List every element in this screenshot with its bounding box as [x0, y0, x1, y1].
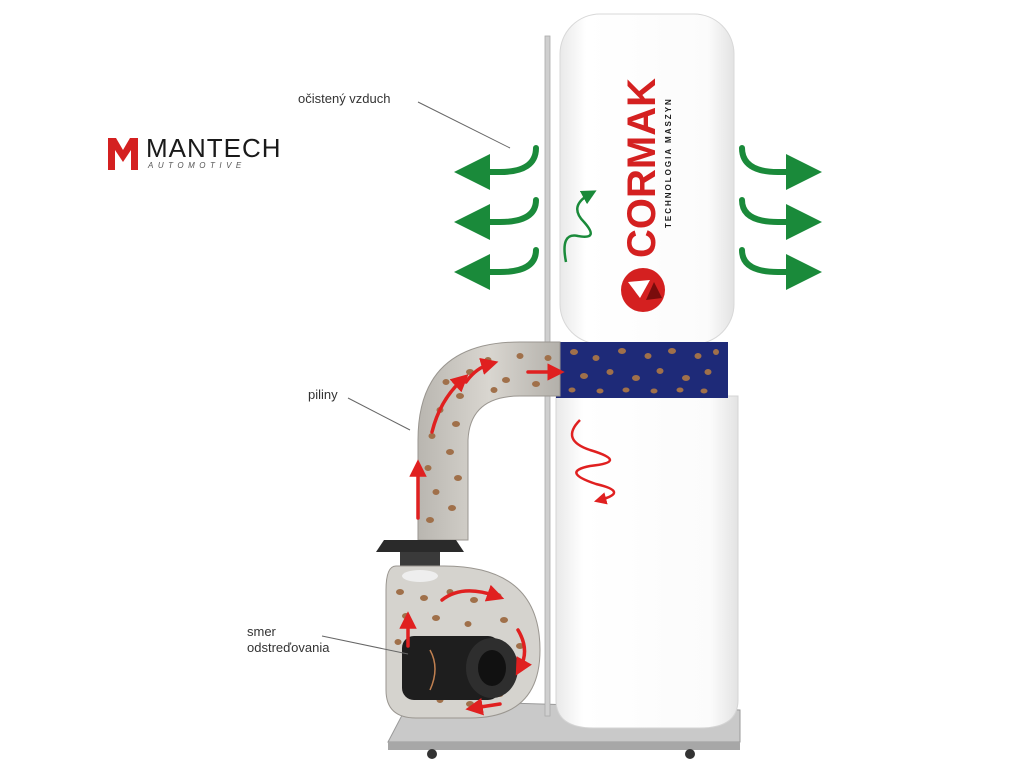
label-sawdust: piliny	[308, 387, 338, 402]
label-clean-air: očistený vzduch	[298, 91, 391, 106]
machine-brand-name: CORMAK	[620, 78, 664, 258]
label-spin-direction-line1: smer	[247, 624, 276, 639]
inlet-hopper	[376, 540, 464, 566]
collector-band	[556, 342, 728, 398]
clean-air-arrows-right	[739, 145, 822, 290]
dust-settling-swirl	[570, 419, 616, 505]
machine-brand-tagline: TECHNOLOGIA MASZYN	[664, 97, 673, 228]
motor-inlet-port	[402, 636, 518, 700]
machine-brand-wordmark: CORMAK TECHNOLOGIA MASZYN	[620, 78, 673, 258]
clean-air-arrows-left	[454, 145, 539, 290]
dust-flow-arrows	[399, 357, 565, 716]
clean-air-swirl	[563, 190, 597, 263]
mantech-logo: MANTECH AUTOMOTIVE	[106, 133, 296, 174]
mantech-logo-mark	[108, 138, 138, 170]
label-spin-direction-line2: odstreďovania	[247, 640, 330, 655]
label-leader-lines	[321, 101, 511, 655]
band-sawdust-particles	[568, 348, 719, 394]
label-spin-direction: smer odstreďovania	[247, 624, 329, 656]
logo-name: MANTECH	[146, 133, 282, 163]
logo-subtitle: AUTOMOTIVE	[148, 161, 246, 170]
collection-bag-lower	[555, 395, 739, 729]
brand-emblem	[621, 268, 665, 312]
